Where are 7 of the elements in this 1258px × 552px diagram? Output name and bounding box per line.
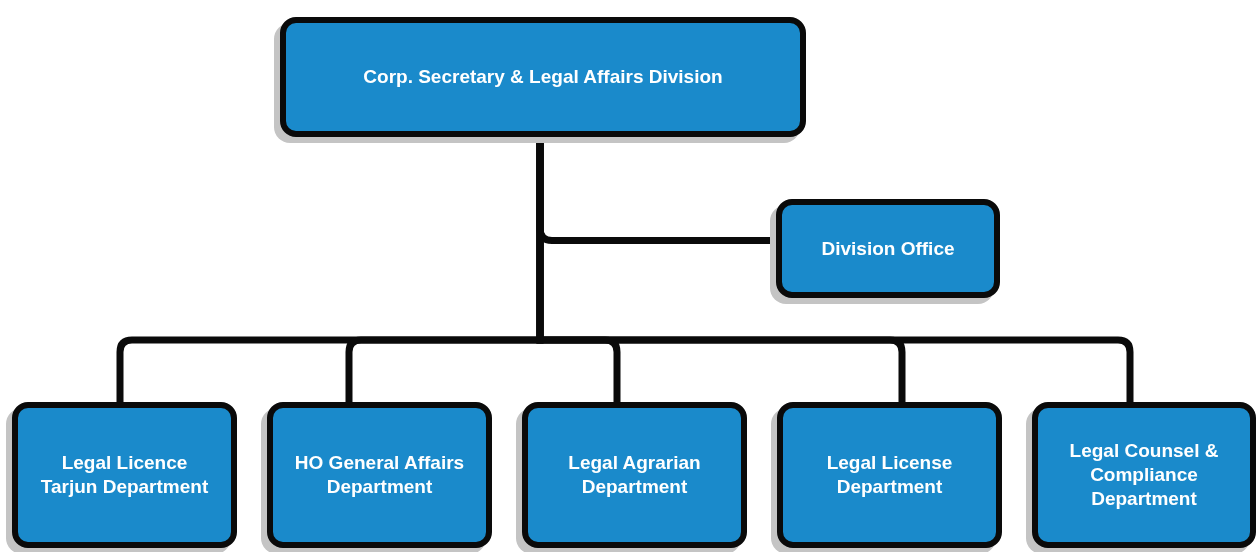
unit-name: Legal Agrarian Department bbox=[567, 451, 702, 499]
unit-name: HO General Affairs Department bbox=[293, 451, 466, 499]
unit-name: Legal Counsel & Compliance Department bbox=[1068, 439, 1220, 511]
unit-name: Legal License Department bbox=[825, 451, 954, 499]
unit-name: Corp. Secretary & Legal Affairs Division bbox=[363, 65, 723, 89]
unit-name: Legal Licence Tarjun Department bbox=[39, 451, 210, 499]
unit-name: Division Office bbox=[821, 236, 955, 261]
